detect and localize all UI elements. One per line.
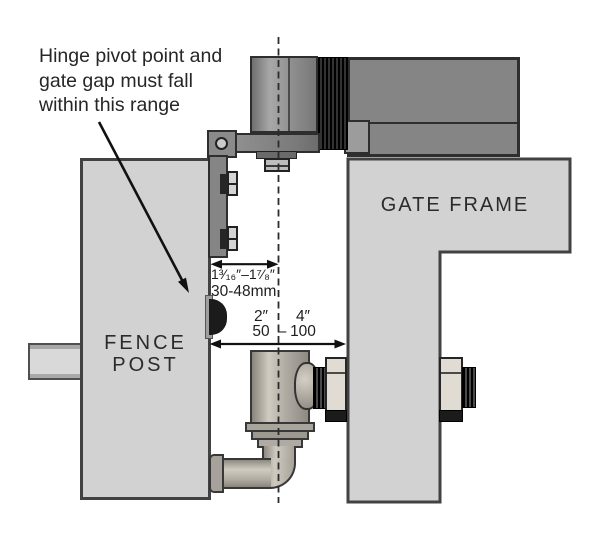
pipe-end-cap — [209, 454, 224, 493]
fitting-threads-right — [462, 367, 476, 408]
gate-frame — [346, 157, 572, 504]
arm-nut — [264, 158, 290, 172]
dim-gap-mm-max: 100 — [290, 323, 316, 340]
dim-gap-mm-min: 50 — [252, 323, 270, 340]
annotation-line-1: Hinge pivot point and — [39, 45, 223, 67]
hex-nut-right-facet — [441, 372, 461, 374]
gate-frame-outline — [346, 157, 572, 504]
dim-arrowhead-gap-right — [334, 339, 346, 349]
adjuster-knurl — [317, 57, 348, 150]
hinge-actuator-body — [347, 57, 520, 157]
hinge-cylinder — [250, 56, 318, 133]
fence-post-label: FENCE POST — [83, 332, 208, 376]
dim-text-gap-range: 2″ 4″ 50 – 100 — [246, 308, 318, 340]
dim-text-hinge-range: 1³⁄₁₆″–1⁷⁄₈″ 30-48mm — [211, 266, 291, 300]
dim-hinge-metric: 30-48mm — [211, 283, 277, 300]
pivot-hole — [215, 137, 228, 150]
actuator-divider-line — [350, 122, 517, 124]
hex-nut-left-facet — [327, 372, 345, 374]
hinge-arm — [228, 133, 320, 153]
fence-rail — [28, 343, 82, 380]
dim-arrowhead-gap-left — [209, 339, 221, 349]
fence-post-label-line2: POST — [112, 354, 179, 376]
bracket-bolt-upper — [227, 171, 238, 196]
elbow-pipe-horizontal — [221, 458, 271, 489]
dim-gap-inch-min: 2″ — [253, 308, 269, 325]
hex-nut-left — [325, 357, 347, 412]
lower-hinge-knob — [209, 299, 227, 335]
cylinder-seam — [288, 58, 290, 131]
dim-gap-spacer — [276, 309, 288, 324]
annotation-note: Hinge pivot point and gate gap must fall… — [39, 44, 269, 118]
dim-gap-separator: – — [277, 323, 287, 340]
hex-nut-right — [439, 357, 463, 412]
dim-hinge-inches: 1³⁄₁₆″–1⁷⁄₈″ — [211, 266, 275, 282]
annotation-line-2: gate gap must fall — [39, 69, 193, 92]
fitting-threads-left — [313, 367, 327, 409]
bolt-facet-lower — [229, 238, 236, 240]
hex-nut-left-band — [325, 410, 347, 422]
annotation-line-3: within this range — [39, 94, 180, 116]
gate-frame-label: GATE FRAME — [380, 194, 530, 216]
bracket-bolt-shank-lower — [220, 229, 228, 249]
bracket-bolt-lower — [227, 226, 238, 251]
fence-post-label-line1: FENCE — [104, 332, 187, 354]
hex-nut-right-band — [439, 410, 463, 422]
arm-nut-facet — [266, 165, 288, 167]
fence-post — [80, 158, 211, 500]
dim-gap-inch-max: 4″ — [295, 308, 311, 325]
bolt-facet-upper — [229, 183, 236, 185]
bracket-bolt-shank-upper — [220, 174, 228, 194]
pivot-plate — [207, 130, 237, 158]
